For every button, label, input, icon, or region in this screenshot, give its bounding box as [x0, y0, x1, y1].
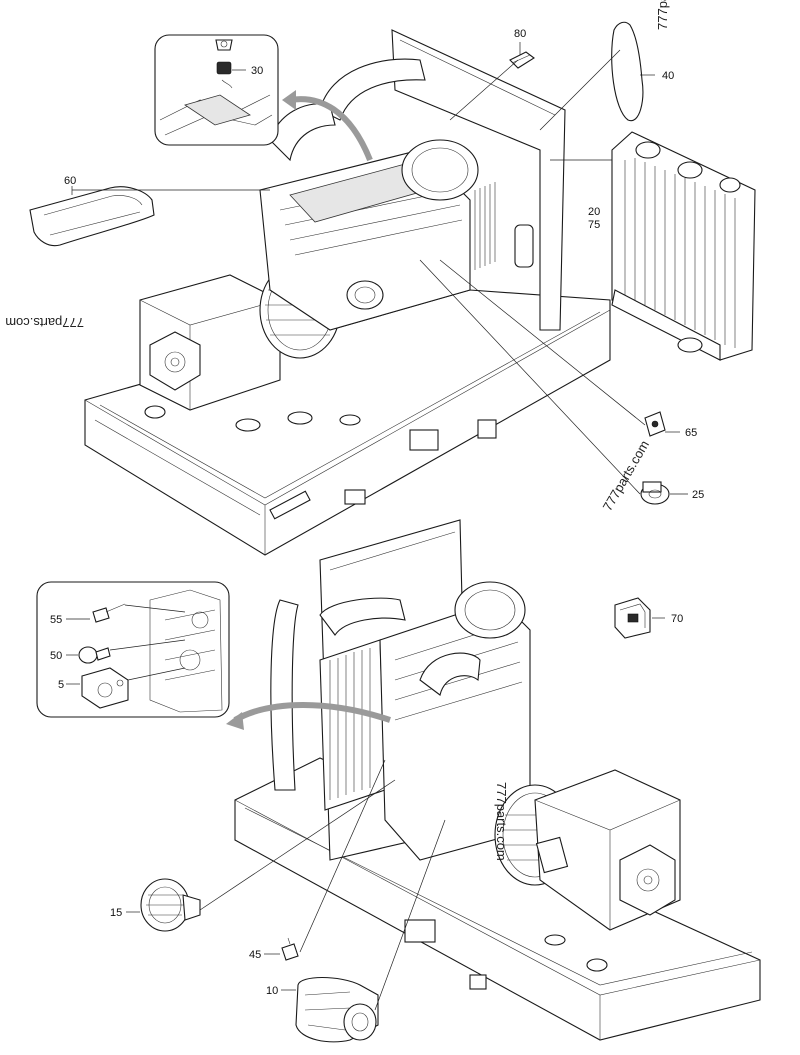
callout-5: 5 — [58, 679, 64, 691]
part-40-belt — [611, 21, 644, 122]
inset-thermostat — [154, 34, 279, 146]
callout-65: 65 — [685, 427, 697, 439]
callout-40: 40 — [662, 70, 674, 82]
watermark-left-mirrored: 777parts.com — [5, 315, 84, 330]
callout-20: 20 — [588, 206, 600, 218]
callout-10: 10 — [266, 985, 278, 997]
generator-set-bottom — [234, 519, 761, 1041]
callout-70: 70 — [671, 613, 683, 625]
part-70-module — [614, 597, 651, 639]
callout-25: 25 — [692, 489, 704, 501]
callout-30: 30 — [251, 65, 263, 77]
callout-80: 80 — [514, 28, 526, 40]
part-80-cap — [509, 51, 535, 69]
part-15-charging-alternator — [140, 878, 201, 932]
part-50-pressure-switch — [78, 646, 111, 664]
part-25-actuator — [640, 481, 670, 505]
part-20-radiator — [611, 131, 756, 361]
callout-55: 55 — [50, 614, 62, 626]
part-60-gasket — [29, 186, 155, 247]
callouts: 80 40 30 60 20 75 65 25 70 55 50 5 15 45… — [50, 28, 704, 997]
inset-sensors — [36, 581, 230, 718]
watermark-mid-right: 777parts.com — [600, 438, 652, 514]
callout-60: 60 — [64, 175, 76, 187]
inset-arrow-bottom — [233, 702, 391, 723]
callout-50: 50 — [50, 650, 62, 662]
callout-75: 75 — [588, 219, 600, 231]
part-10-starter-motor — [295, 977, 379, 1043]
watermark-top-right: 777pa — [655, 0, 670, 30]
callout-15: 15 — [110, 907, 122, 919]
watermark-lower-center: 777parts.com — [494, 782, 509, 861]
leader-lines — [66, 42, 688, 1011]
inset-arrow-top — [289, 96, 373, 162]
callout-45: 45 — [249, 949, 261, 961]
part-5-pump — [81, 667, 129, 709]
part-55-temp-sensor — [92, 603, 126, 623]
part-45-plug — [281, 937, 299, 961]
generator-set-top — [84, 29, 611, 556]
part-65-sensor — [644, 411, 666, 437]
